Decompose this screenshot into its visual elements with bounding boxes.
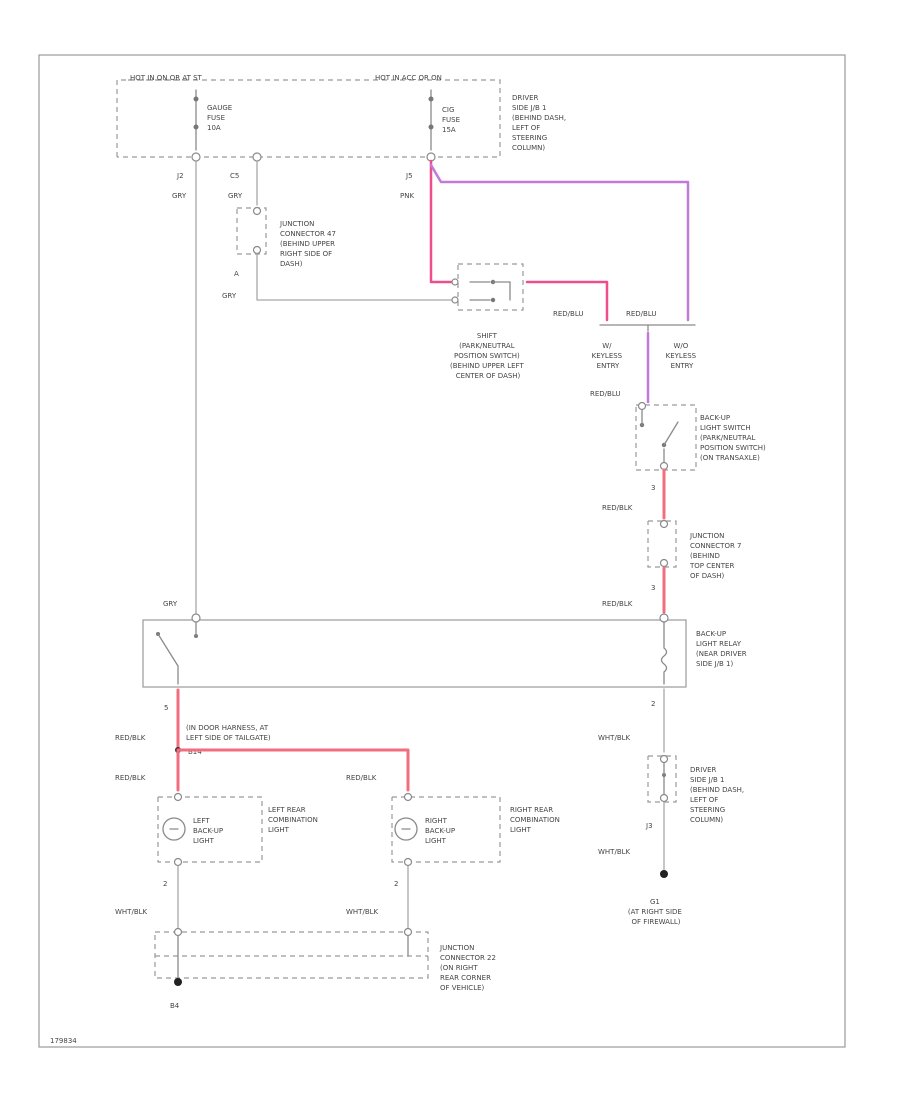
harness-pin-label: B14: [188, 748, 202, 756]
pin-a-label: A: [234, 270, 239, 278]
jb1-bottom-label: DRIVER SIDE J/B 1 (BEHIND DASH, LEFT OF …: [690, 766, 746, 824]
ground-g1-label: G1 (AT RIGHT SIDE OF FIREWALL): [628, 898, 684, 926]
red-blk-label-2: RED/BLK: [602, 600, 633, 608]
junction-connector-47: [236, 206, 267, 255]
backup-light-relay: [142, 613, 687, 688]
backup-light-switch: [635, 401, 697, 471]
diagram-frame: [38, 54, 846, 1048]
red-blk-wire-right-lamp: [176, 748, 410, 792]
red-blu-wire-shift: [525, 280, 609, 322]
gauge-fuse: [193, 89, 199, 151]
wire-gry-label-3: GRY: [222, 292, 237, 300]
pin-2-label-relay: 2: [651, 700, 655, 708]
wire-gry-label-1: GRY: [172, 192, 187, 200]
pin-3-label-1: 3: [651, 484, 655, 492]
wht-blk-label-left: WHT/BLK: [115, 908, 148, 916]
pin-3-label-2: 3: [651, 584, 655, 592]
pin-j2-label: J2: [176, 172, 184, 180]
gauge-fuse-label: GAUGE FUSE 10A: [207, 104, 234, 132]
driver-side-jb1-top: [116, 79, 501, 158]
pin-5-label: 5: [164, 704, 168, 712]
red-blu-label-2: RED/BLU: [626, 310, 657, 318]
right-backup-bulb-icon: [394, 817, 418, 841]
junction-connector-7: [647, 519, 677, 568]
jc7-label: JUNCTION CONNECTOR 7 (BEHIND TOP CENTER …: [689, 532, 744, 580]
left-assy-label: LEFT REAR COMBINATION LIGHT: [268, 806, 320, 834]
jc47-label: JUNCTION CONNECTOR 47 (BEHIND UPPER RIGH…: [279, 220, 338, 268]
backup-switch-label: BACK-UP LIGHT SWITCH (PARK/NEUTRAL POSIT…: [700, 414, 768, 462]
red-blk-label-1: RED/BLK: [602, 504, 633, 512]
shift-switch: [451, 263, 524, 311]
pnk-wire-to-shift: [429, 159, 454, 284]
driver-side-jb1-bottom: [647, 754, 677, 803]
pin-2-label-right: 2: [394, 880, 398, 888]
wht-blk-label-g1: WHT/BLK: [598, 848, 631, 856]
vio-wire-keyless: [429, 163, 690, 322]
right-rear-combination-light: [391, 792, 501, 867]
wire-pnk-label: PNK: [400, 192, 414, 200]
cig-fuse-label: CIG FUSE 15A: [442, 106, 462, 134]
red-blu-label-3: RED/BLU: [590, 390, 621, 398]
pin-j3-label: J3: [645, 822, 653, 830]
pin-2-label-left: 2: [163, 880, 167, 888]
keyless-option-bar: [599, 324, 696, 332]
gry-wire-to-shift: [256, 253, 453, 301]
harness-label: (IN DOOR HARNESS, AT LEFT SIDE OF TAILGA…: [186, 724, 271, 742]
red-blk-label-5: RED/BLK: [346, 774, 377, 782]
pin-j5-label: J5: [405, 172, 413, 180]
ground-b4-label: B4: [170, 1002, 180, 1010]
without-keyless-label: W/O KEYLESS ENTRY: [666, 342, 699, 370]
cig-fuse: [428, 89, 434, 151]
ground-g1-icon: [660, 870, 668, 878]
jc22-label: JUNCTION CONNECTOR 22 (ON RIGHT REAR COR…: [439, 944, 498, 992]
pin-c5-label: C5: [230, 172, 239, 180]
junction-connector-22: [154, 927, 429, 979]
left-backup-bulb-icon: [162, 817, 186, 841]
with-keyless-label: W/ KEYLESS ENTRY: [592, 342, 625, 370]
connector-c5-node: [252, 152, 262, 162]
wht-blk-label-right: WHT/BLK: [346, 908, 379, 916]
ground-b4-icon: [174, 978, 182, 986]
red-blk-label-3: RED/BLK: [115, 734, 146, 742]
hot-run-start-label: HOT IN ON OR AT ST: [130, 74, 203, 82]
wht-blk-label-relay: WHT/BLK: [598, 734, 631, 742]
relay-label: BACK-UP LIGHT RELAY (NEAR DRIVER SIDE J/…: [696, 630, 749, 668]
red-blk-label-4: RED/BLK: [115, 774, 146, 782]
jb1-top-label: DRIVER SIDE J/B 1 (BEHIND DASH, LEFT OF …: [512, 94, 568, 152]
figure-id: 179834: [50, 1037, 77, 1045]
left-lamp-label: LEFT BACK-UP LIGHT: [193, 817, 225, 845]
right-assy-label: RIGHT REAR COMBINATION LIGHT: [510, 806, 562, 834]
wire-gry-label-4: GRY: [163, 600, 178, 608]
red-blu-label-1: RED/BLU: [553, 310, 584, 318]
right-lamp-label: RIGHT BACK-UP LIGHT: [425, 817, 457, 845]
hot-acc-on-label: HOT IN ACC OR ON: [375, 74, 442, 82]
shift-switch-label: SHIFT (PARK/NEUTRAL POSITION SWITCH) (BE…: [450, 332, 526, 380]
connector-j2-node: [191, 152, 201, 162]
wire-gry-label-2: GRY: [228, 192, 243, 200]
